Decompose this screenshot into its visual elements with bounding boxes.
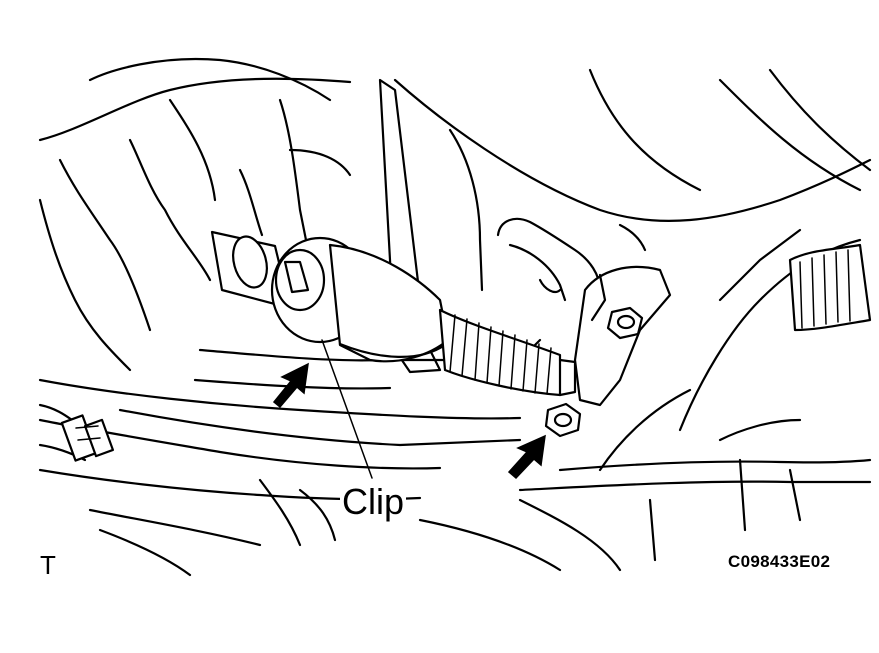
bracket-bolt-upper	[606, 306, 644, 340]
right-tie-rod-boot	[788, 243, 872, 332]
corner-mark: T	[40, 550, 56, 580]
bracket-nut-lower	[544, 402, 582, 438]
figure-code: C098433E02	[728, 552, 831, 571]
wire-harness-connector	[38, 403, 115, 462]
clip-callout-label: Clip	[340, 481, 407, 522]
steering-rack-boot	[438, 308, 577, 397]
steering-rack-housing	[210, 230, 450, 363]
clip-leader-line	[321, 339, 373, 479]
engine-body-outline	[38, 57, 872, 372]
subframe-crossmember	[38, 228, 872, 577]
indicator-arrow-left	[272, 362, 309, 409]
indicator-arrow-right	[507, 434, 546, 480]
